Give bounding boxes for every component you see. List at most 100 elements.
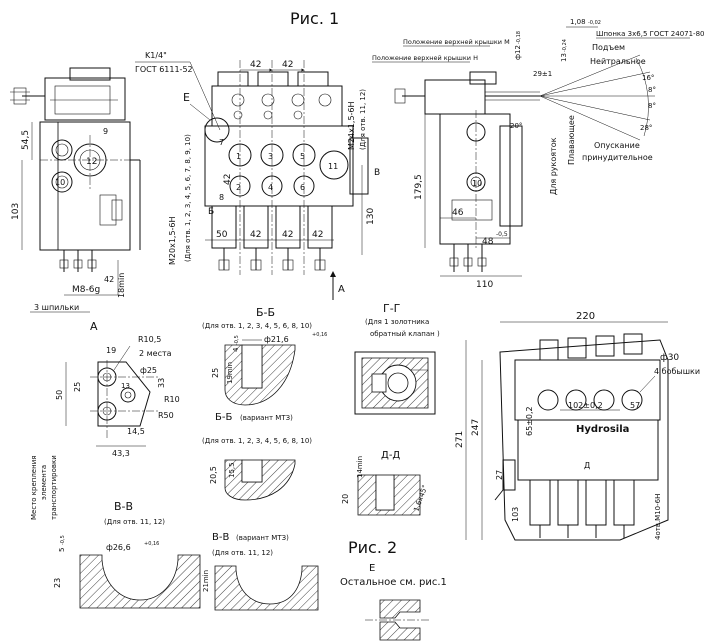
dim-phi12-tol: -0,18 bbox=[516, 31, 522, 44]
dim-19-viewa: 19 bbox=[106, 346, 116, 355]
position-neutral: Нейтральное bbox=[590, 57, 646, 66]
radius-50: R50 bbox=[158, 411, 174, 420]
radius-10-5: R10,5 bbox=[138, 335, 161, 344]
section-d-marker: Д bbox=[584, 461, 590, 470]
view-a-detail: R10,5 2 места 19 ф25 25 33 R10 R50 50 14… bbox=[30, 335, 180, 520]
section-vv-dim-23: 23 bbox=[53, 578, 62, 588]
section-bb-dim-4-tol: -0,5 bbox=[234, 335, 240, 345]
dim-50-viewa: 50 bbox=[55, 390, 64, 400]
cap-position-n: Положение верхней крышки Н bbox=[372, 54, 478, 62]
section-b-marker: Б bbox=[208, 207, 214, 217]
right-side-view: 10 179,5 46 48 -0,5 110 16° 8° 8° 28° 20… bbox=[372, 18, 705, 290]
angle-8-b: 8° bbox=[648, 102, 656, 110]
port-11-label: 11 bbox=[328, 162, 338, 171]
port-12-label: 12 bbox=[86, 157, 97, 167]
section-vv-mt3-title: В-В bbox=[212, 532, 229, 543]
section-gg-note-1: (Для 1 золотника bbox=[365, 318, 429, 326]
dim-18min: 18min bbox=[117, 273, 126, 298]
view-a-left-label: А bbox=[90, 320, 98, 333]
thread-m10: 4отв.М10-6Н bbox=[654, 494, 662, 540]
view-a-label: А bbox=[338, 284, 345, 295]
dim-13-viewa: 13 bbox=[121, 382, 130, 390]
dim-50-bottom: 50 bbox=[216, 230, 228, 240]
section-vv-mt3-variant: (вариант МТЗ) bbox=[236, 534, 289, 542]
port-10-right-label: 10 bbox=[472, 179, 482, 188]
port-7-label: 7 bbox=[219, 138, 224, 147]
section-vv-phi: ф26,6 bbox=[106, 543, 131, 552]
dim-46: 46 bbox=[452, 208, 464, 218]
section-bb-mt3-variant: (вариант МТЗ) bbox=[240, 414, 293, 422]
section-v-marker: В bbox=[374, 168, 380, 178]
front-view: 1 3 5 11 2 4 6 7 8 42 42 50 bbox=[135, 51, 380, 300]
port-5-label: 5 bbox=[300, 152, 305, 161]
dim-42-top-a: 42 bbox=[250, 60, 261, 70]
dim-130: 130 bbox=[366, 208, 376, 225]
thread-m20: М20х1,5-6Н bbox=[168, 216, 177, 265]
section-bb-note: (Для отв. 1, 2, 3, 4, 5, 6, 8, 10) bbox=[202, 322, 312, 330]
angle-28: 28° bbox=[640, 124, 652, 132]
port-2-label: 2 bbox=[236, 183, 241, 192]
position-forced: принудительное bbox=[582, 153, 653, 162]
position-lower: Опускание bbox=[594, 141, 640, 150]
dim-1-08-tol: -0,02 bbox=[588, 20, 601, 26]
dim-1-08: 1,08 bbox=[570, 18, 586, 26]
handle-note: Для рукояток bbox=[549, 137, 558, 195]
dim-103-iso: 103 bbox=[511, 507, 520, 522]
section-dd-title: Д-Д bbox=[381, 450, 400, 461]
port-6-label: 6 bbox=[300, 183, 305, 192]
figure1-title: Рис. 1 bbox=[290, 9, 339, 28]
brand-label: Hydrosila bbox=[576, 424, 629, 435]
section-dd: Д-Д 20 14min 1,6х45° bbox=[341, 450, 429, 516]
dim-247: 247 bbox=[471, 419, 481, 436]
dim-103-left: 103 bbox=[11, 203, 21, 220]
port-9-label: 9 bbox=[103, 127, 108, 136]
port-4-label: 4 bbox=[268, 183, 273, 192]
section-vv-dim-5: 5 bbox=[58, 548, 66, 552]
figure-2: Рис. 2 Е Остальное см. рис.1 bbox=[340, 538, 447, 641]
figure2-e-label: Е bbox=[369, 563, 375, 574]
k-label: K1/4" bbox=[145, 51, 167, 60]
section-bb-mt3: Б-Б (вариант МТЗ) (Для отв. 1, 2, 3, 4, … bbox=[202, 412, 312, 501]
key-spec: Шпонка 3х6,5 ГОСТ 24071-80 bbox=[596, 30, 705, 38]
dim-48-tol: -0,5 bbox=[496, 231, 508, 238]
port-8-label: 8 bbox=[219, 193, 224, 202]
dim-43-3: 43,3 bbox=[112, 449, 130, 458]
dim-65: 65±0,2 bbox=[525, 406, 534, 436]
dim-102: 102±0,2 bbox=[568, 401, 603, 410]
dim-220: 220 bbox=[576, 311, 595, 322]
section-vv-mt3-note: (Для отв. 11, 12) bbox=[212, 549, 273, 557]
mount-note-2: элемента bbox=[40, 465, 48, 500]
phi-25: ф25 bbox=[140, 366, 157, 375]
position-lift: Подъем bbox=[592, 43, 625, 52]
dim-14-5: 14,5 bbox=[127, 427, 145, 436]
section-dd-dim-20: 20 bbox=[341, 494, 350, 504]
dim-110: 110 bbox=[476, 280, 493, 290]
section-bb-dim-19: 19min bbox=[226, 362, 234, 384]
isometric-view: Hydrosila 220 271 247 27 103 65±0,2 102±… bbox=[455, 311, 700, 541]
four-bosses: 4 бобышки bbox=[654, 367, 700, 376]
thread-m8: М8-6g bbox=[72, 285, 100, 295]
section-bb-phi-tol: +0,16 bbox=[312, 332, 327, 338]
position-float: Плавающее bbox=[567, 115, 576, 165]
section-gg: Г-Г (Для 1 золотника обратный клапан ) bbox=[354, 302, 440, 415]
mount-note-1: Место крепления bbox=[30, 456, 38, 520]
thread-m24: М24х1,5-6Н bbox=[347, 101, 356, 150]
section-bb-dim-4: 4 bbox=[232, 347, 240, 352]
section-bb-mt3-dim-15-5: 15,5 bbox=[228, 462, 236, 478]
dim-42-bottom-1: 42 bbox=[250, 230, 261, 240]
dim-33-viewa: 33 bbox=[157, 378, 166, 388]
section-bb-phi: ф21,6 bbox=[264, 335, 289, 344]
dim-57: 57 bbox=[630, 401, 640, 410]
dim-13: 13 bbox=[560, 53, 568, 62]
section-vv-title: В-В bbox=[114, 500, 133, 513]
dim-179-5: 179,5 bbox=[414, 174, 424, 200]
section-vv-note: (Для отв. 11, 12) bbox=[104, 518, 165, 526]
port-1-label: 1 bbox=[236, 152, 241, 161]
dim-25-viewa: 25 bbox=[73, 382, 82, 392]
port-10-label: 10 bbox=[55, 178, 65, 187]
section-bb-mt3-note: (Для отв. 1, 2, 3, 4, 5, 6, 8, 10) bbox=[202, 437, 312, 445]
two-places: 2 места bbox=[139, 349, 172, 358]
dim-48: 48 bbox=[482, 237, 494, 247]
angle-16: 16° bbox=[642, 74, 654, 82]
